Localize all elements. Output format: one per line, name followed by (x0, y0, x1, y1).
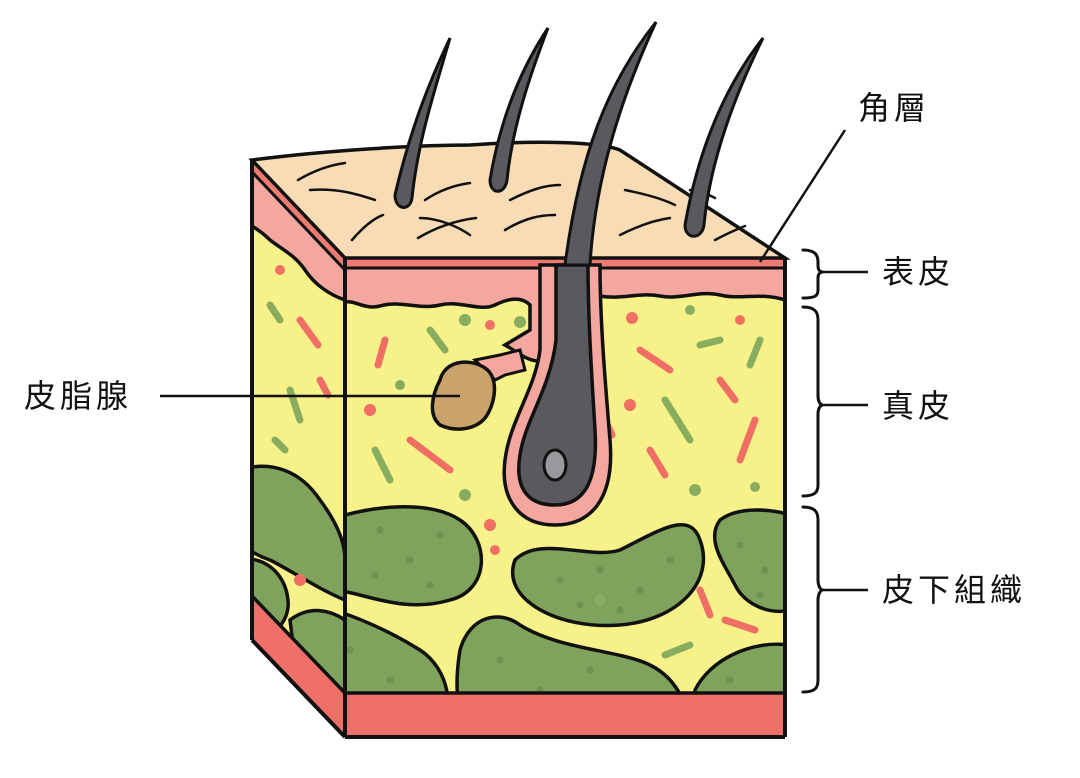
hair-follicle (502, 263, 613, 527)
label-stratum-corneum: 角層 (858, 89, 931, 127)
hair-1 (393, 37, 452, 209)
hair-root (517, 263, 598, 507)
hairs (393, 21, 765, 267)
bracket-subcutaneous (801, 505, 824, 694)
bracket-epidermis (801, 248, 824, 300)
surface-creases (296, 161, 747, 242)
hair-2 (488, 27, 550, 193)
label-subcutaneous-tissue: 皮下組織 (882, 571, 1027, 609)
sebaceous-gland (430, 348, 527, 431)
label-epidermis: 表皮 (882, 253, 955, 291)
leader-stratum-corneum (758, 129, 847, 263)
hair-4 (683, 37, 765, 238)
brackets (801, 248, 824, 694)
side-face (252, 160, 345, 737)
dermis-dots (364, 305, 760, 606)
hair-papilla (542, 448, 568, 482)
label-sebaceous-gland: 皮脂腺 (24, 377, 133, 415)
leader-lines (160, 129, 868, 592)
label-dermis: 真皮 (882, 387, 955, 425)
epidermis-front (345, 258, 785, 363)
base-layer-front (345, 691, 785, 737)
cube-outline (250, 160, 787, 739)
bracket-dermis (801, 305, 824, 498)
hair-3 (563, 21, 658, 267)
